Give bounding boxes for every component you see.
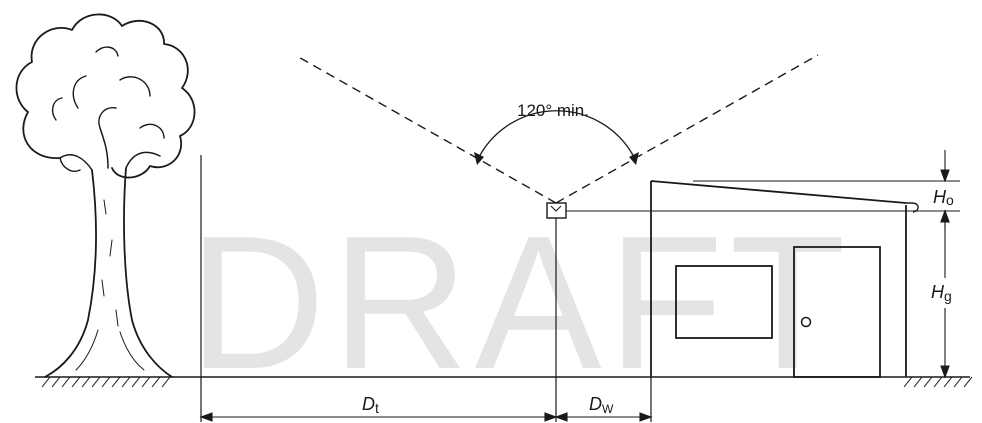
dt-label: Dt [362, 394, 379, 416]
angle-arrowheads [474, 152, 639, 165]
door [793, 246, 881, 378]
dw-label: DW [589, 394, 614, 416]
ho-label: Ho [933, 187, 954, 208]
dw-dimension [554, 412, 653, 422]
view-angle-lines [294, 54, 819, 204]
height-reference-lines [566, 180, 960, 212]
angle-arc [476, 110, 637, 162]
door-knob-icon [800, 316, 812, 328]
dt-dimension [199, 412, 558, 422]
building [650, 180, 919, 377]
window [675, 265, 773, 339]
angle-label: 120° min. [517, 101, 589, 120]
detector-icon [546, 202, 567, 219]
hg-label: Hg [931, 282, 952, 304]
tree-icon [15, 13, 196, 378]
draft-watermark: DRAFT [188, 197, 851, 409]
